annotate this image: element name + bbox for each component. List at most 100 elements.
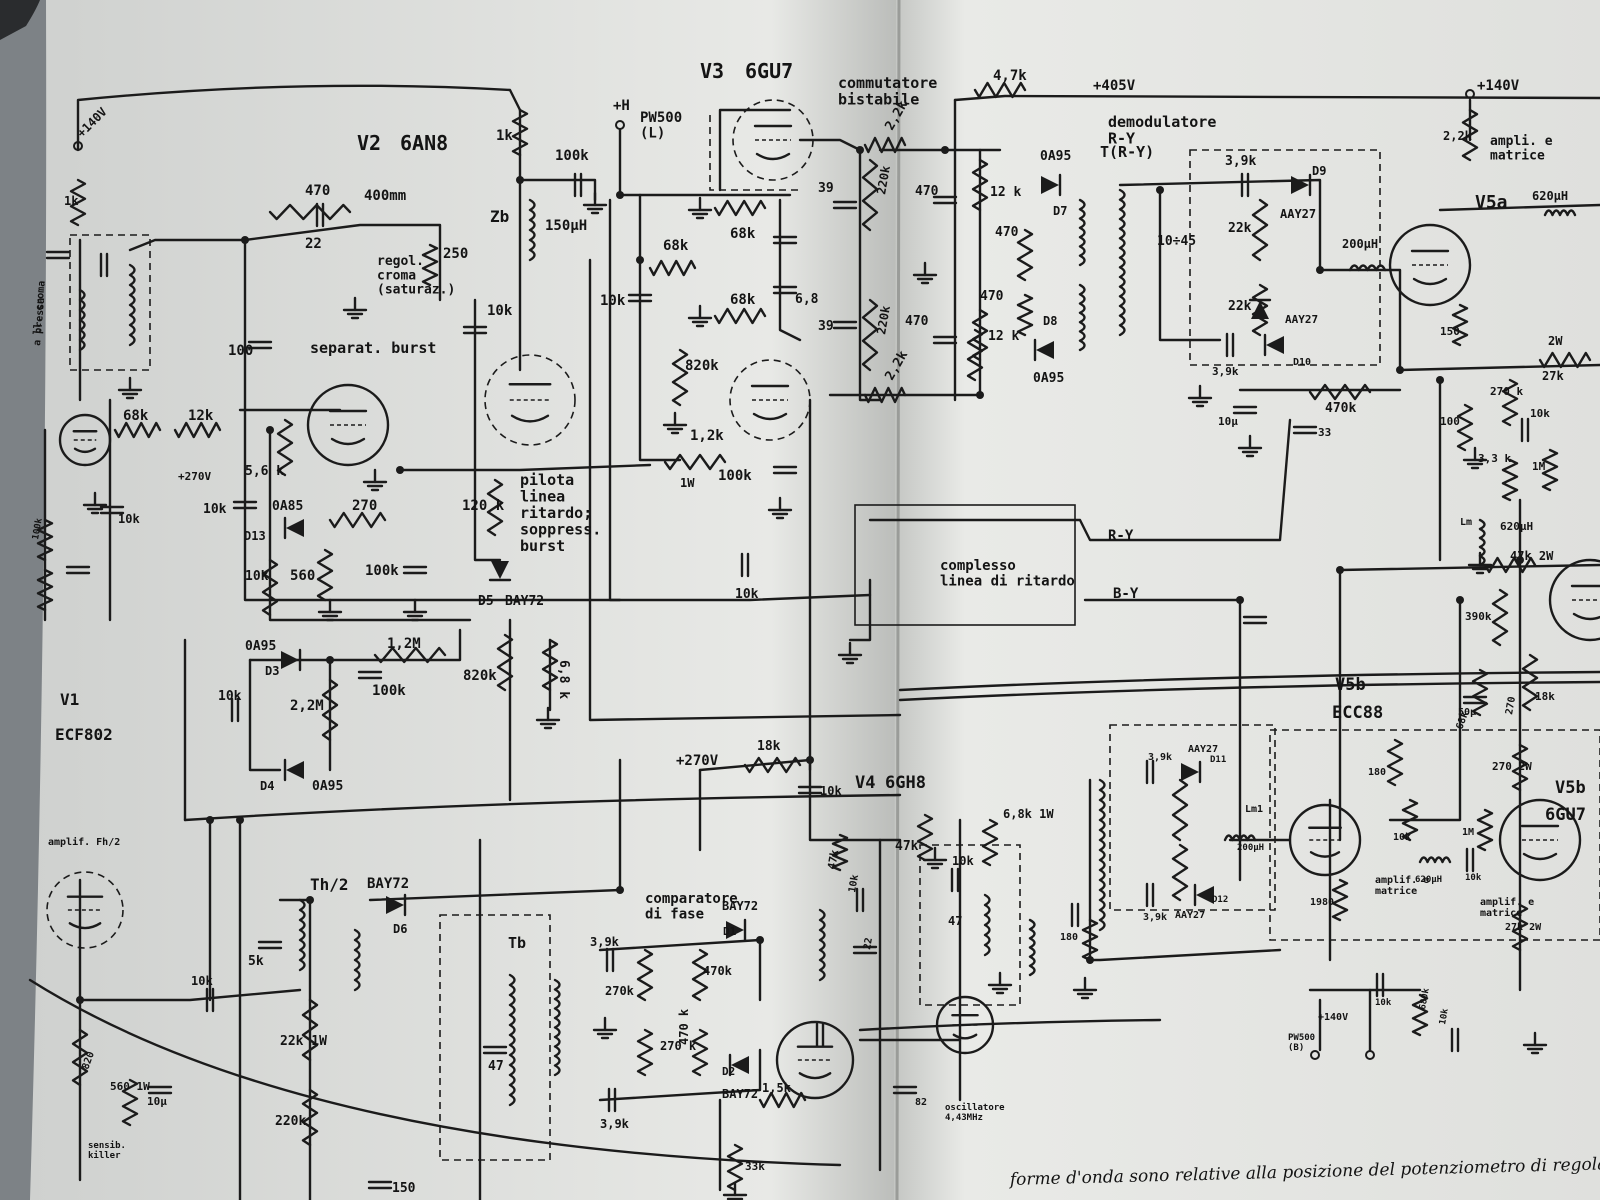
delay-pilot-label-line-3: ritardo; [520, 504, 592, 522]
r-470k-value: 470k [1325, 401, 1356, 416]
ground-470 [912, 261, 938, 285]
capacitor-10u-left [45, 250, 71, 260]
v5a-ref: V5a [1475, 192, 1508, 213]
r-27k-2w-value: 27k 2W [1505, 922, 1542, 933]
resistor-270-2w [1511, 743, 1529, 792]
c-47-tb-value: 47 [488, 1059, 504, 1074]
c-33-value: 33 [1318, 426, 1331, 439]
capacitor-v4-grid [815, 1022, 825, 1048]
v3-function-label-line-1: commutatore [838, 74, 937, 92]
c-39-a-value: 39 [818, 181, 834, 196]
v2-type: 6AN8 [400, 131, 448, 155]
dark-corner [0, 0, 40, 40]
diode-d1 [726, 918, 747, 942]
resistor-1-5k [758, 1091, 807, 1109]
ground-10u [1237, 434, 1263, 458]
oscillator-label-line-1: oscillatore [945, 1102, 1005, 1113]
d-aay27-a-label: AAY27 [1280, 207, 1316, 221]
d-d11-label: D11 [1210, 755, 1226, 765]
l-200uh-b-value: 200µH [1237, 843, 1264, 853]
diode-aay27-b [1248, 298, 1272, 319]
capacitor-22 [315, 202, 325, 228]
inductor-150uh [528, 198, 536, 262]
pw500-bottom-label-line-1: PW500 [1288, 1033, 1315, 1043]
r-270k-value: 270 k [1490, 385, 1523, 398]
resistor-68k-left [113, 421, 162, 439]
transformer-tb [508, 973, 516, 1107]
v5b-left-symbol [1288, 803, 1362, 877]
diode-d9 [1291, 173, 1312, 197]
r-18k-value: 18k [1535, 690, 1555, 703]
resistor-270-c [636, 1028, 654, 1077]
ground-560 [317, 598, 343, 622]
r-470k-b-value: 470k [703, 964, 733, 978]
supply-terminals [73, 89, 1475, 1060]
oscillator-valve-symbol [935, 995, 995, 1055]
resistor-2-2k-amp [1461, 108, 1479, 162]
resistor-270k [1501, 378, 1519, 427]
resistor-820k [671, 348, 689, 407]
ground-delay [837, 641, 863, 665]
demodulator-label-line-1: demodulatore [1108, 113, 1216, 131]
book-gutter [895, 0, 901, 1200]
diode-d4 [283, 758, 304, 782]
capacitor-10k-e [1520, 417, 1530, 443]
resistor-1k-v2 [511, 108, 529, 157]
resistor-3-3k [1501, 458, 1519, 502]
ground-68k-b [687, 196, 713, 220]
resistor-10k-c [1401, 798, 1419, 842]
r-1k-v2-value: 1k [496, 128, 513, 144]
c-10k-h-value: 10k [952, 854, 974, 868]
c-180-value: 180 [1060, 932, 1078, 943]
capacitor-10u [1232, 405, 1258, 415]
c-22-value: 22 [305, 236, 322, 252]
resistor-560-1w [121, 1078, 139, 1127]
c-3-9k-d-value: 3,9k [1143, 912, 1167, 923]
diode-d11 [1181, 760, 1202, 784]
c-10k-c-value: 10k [118, 512, 140, 526]
capacitor-10-left [99, 252, 109, 278]
resistor-270 [328, 511, 387, 529]
resistor-470k-b [691, 948, 709, 1002]
r-12k-v2-value: 12 k [988, 329, 1019, 344]
c-10k-b-value: 10k [203, 502, 227, 517]
coil-bay72 [353, 928, 361, 992]
capacitor-10k-h [797, 785, 823, 795]
diodes [281, 173, 1312, 1077]
capacitor-10k-k [205, 987, 215, 1013]
c-10u-b-value: 10µ [147, 1095, 167, 1108]
ampl-matrix-bottom-left-line-1: amplif. e [1375, 874, 1429, 886]
r-12k-v-value: 12 k [990, 185, 1021, 200]
resistor-1m [1541, 448, 1559, 492]
capacitor-10k-c [232, 500, 258, 510]
resistor-2w-27k [1538, 351, 1592, 369]
resistor-18k-b [743, 756, 802, 774]
v4-type: 6GH8 [885, 773, 926, 793]
r-68k-b-value: 68k [663, 238, 689, 254]
resistor-2-2k-top [863, 136, 907, 154]
d-bay72-b-label: BAY72 [722, 899, 758, 913]
resistor-47k-v4 [916, 813, 934, 862]
capacitor-3-9k-e [1145, 759, 1155, 785]
c-100k-b-value: 100k [718, 468, 752, 484]
resistor-1-2m [373, 646, 447, 664]
capacitor-10k-b [627, 293, 653, 303]
capacitor-10k-i [950, 867, 960, 893]
resistor-47k-2w [1483, 556, 1537, 574]
r-22k-b-value: 22k [1228, 299, 1252, 314]
right-page [894, 0, 1600, 1200]
capacitor-3-9k [1240, 172, 1250, 198]
r-560-value: 560 [290, 568, 315, 584]
r-270-b-value: 270 [1504, 696, 1518, 716]
capacitor-100 [247, 340, 273, 350]
ground-470-g [1072, 976, 1098, 1000]
resistor-27k-2w [1511, 903, 1529, 952]
v-fh-amp-symbol [46, 871, 124, 949]
diode-d2 [728, 1053, 749, 1077]
r-2-2m-value: 2,2M [290, 698, 324, 714]
v5b-right-ref: V5b [1555, 778, 1586, 798]
oscillator-label-line-2: 4,43MHz [945, 1113, 983, 1123]
capacitor-50u [1462, 695, 1488, 705]
